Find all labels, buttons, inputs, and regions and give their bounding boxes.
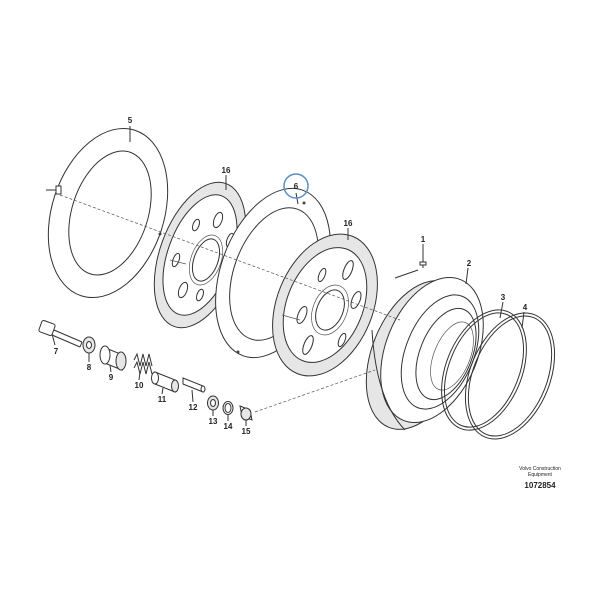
callout-3[interactable]: 3 [501,293,506,302]
drawing-number: 1072854 [524,481,556,490]
part-8-washer[interactable] [82,336,96,354]
callout-9[interactable]: 9 [109,373,114,382]
part-11-piston[interactable] [151,371,179,393]
part-12-pin[interactable] [182,377,206,393]
callout-4[interactable]: 4 [523,303,528,312]
part-13-washer[interactable] [207,395,219,411]
part-4-seal-ring[interactable] [448,300,572,452]
callout-labels: 5 16 6 16 1 2 3 4 7 8 9 10 11 12 13 14 1… [54,116,528,436]
part-9-sleeve[interactable] [99,345,127,371]
drawing-footer: Volvo Construction Equipment 1072854 [519,466,561,490]
part-15-plug[interactable] [239,405,253,421]
callout-15[interactable]: 15 [242,427,251,436]
leader-lines [51,126,525,426]
callout-1[interactable]: 1 [421,235,426,244]
part-14-ring[interactable] [222,401,234,415]
callout-14[interactable]: 14 [224,422,233,431]
callout-16-left[interactable]: 16 [222,166,231,175]
callout-13[interactable]: 13 [209,417,218,426]
callout-5[interactable]: 5 [128,116,133,125]
part-1-pin[interactable] [419,255,427,268]
callout-11[interactable]: 11 [158,395,167,404]
company-name-line1: Volvo Construction [519,466,561,472]
callout-12[interactable]: 12 [189,403,198,412]
part-6-highlight-circle [283,173,309,199]
company-name-line2: Equipment [528,472,553,478]
part-10-spring[interactable] [133,352,153,375]
callout-16-right[interactable]: 16 [344,219,353,228]
part-7-bolt[interactable] [38,320,83,348]
callout-6[interactable]: 6 [294,182,299,191]
callout-8[interactable]: 8 [87,363,92,372]
part-16-friction-disc-right[interactable] [253,218,397,391]
callout-2[interactable]: 2 [467,259,472,268]
part-2-piston-housing[interactable] [346,262,503,444]
callout-10[interactable]: 10 [135,381,144,390]
part-3-seal-ring[interactable] [425,297,543,442]
callout-7[interactable]: 7 [54,347,59,356]
assembly-axis-lines [59,194,401,413]
